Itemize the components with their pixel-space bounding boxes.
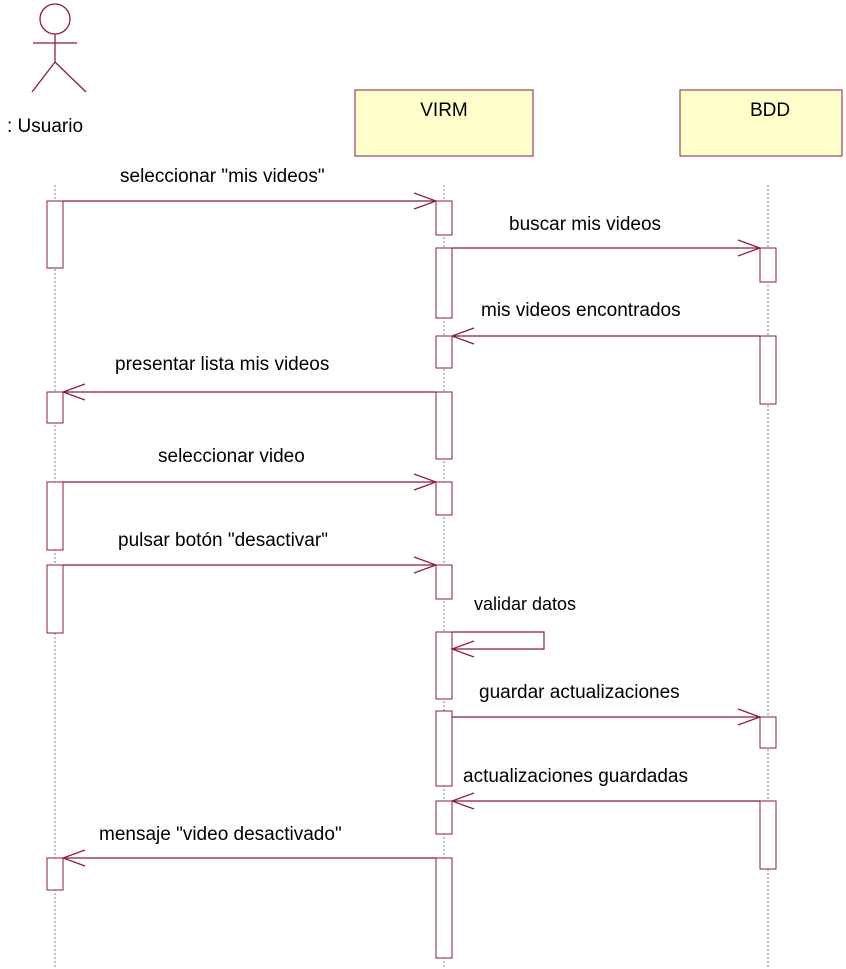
message-mis-videos-encontrados — [450, 327, 760, 345]
activation-virm — [435, 391, 453, 460]
activation-bdd — [759, 800, 777, 870]
activation-virm — [435, 800, 453, 835]
arrow-head — [61, 383, 86, 401]
arrow-head — [413, 556, 438, 574]
actor-right-leg — [54, 61, 87, 93]
activation-usuario — [46, 481, 64, 551]
activation-bdd — [759, 716, 777, 749]
actor-head — [39, 3, 71, 35]
message-label: buscar mis videos — [509, 214, 661, 235]
message-guardar-actualizaciones — [452, 708, 762, 726]
actor-left-leg — [31, 61, 56, 93]
activation-virm — [435, 710, 453, 787]
arrow-head — [413, 473, 438, 491]
activation-bdd — [759, 335, 777, 405]
message-label: presentar lista mis videos — [115, 354, 329, 375]
participant-label: BDD — [750, 100, 790, 121]
message-seleccionar-video — [63, 473, 438, 491]
message-actualizaciones-guardadas — [450, 792, 760, 810]
activation-virm — [435, 200, 453, 236]
participant-virm: VIRM — [354, 89, 534, 157]
message-seleccionar-mis-videos — [63, 192, 438, 210]
message-label: validar datos — [474, 594, 576, 614]
message-label: mensaje "video desactivado" — [99, 824, 342, 845]
arrow-head — [450, 792, 475, 810]
activation-bdd — [759, 247, 777, 283]
activation-virm — [435, 335, 453, 369]
arrow-head — [737, 708, 762, 726]
participant-bdd: BDD — [679, 89, 843, 157]
activation-usuario — [46, 564, 64, 634]
activations — [46, 200, 777, 959]
arrow-head — [450, 327, 475, 345]
actor-usuario — [31, 3, 87, 93]
arrow-head — [413, 192, 438, 210]
participant-label: VIRM — [420, 100, 468, 121]
participant-box — [354, 89, 534, 157]
message-presentar-lista — [61, 383, 436, 401]
activation-virm — [435, 631, 453, 700]
message-validar-datos — [450, 631, 545, 658]
message-labels: seleccionar "mis videos" buscar mis vide… — [99, 166, 688, 845]
message-label: seleccionar "mis videos" — [120, 166, 325, 187]
message-label: seleccionar video — [158, 446, 305, 467]
activation-usuario — [46, 857, 64, 891]
arrow-head — [737, 239, 762, 257]
message-video-desactivado — [61, 849, 436, 867]
message-label: mis videos encontrados — [481, 300, 681, 321]
message-label: actualizaciones guardadas — [463, 766, 688, 787]
message-label: guardar actualizaciones — [479, 682, 680, 703]
activation-virm — [435, 481, 453, 516]
activation-virm — [435, 247, 453, 319]
arrow-head — [450, 640, 475, 658]
message-pulsar-boton — [63, 556, 438, 574]
activation-usuario — [46, 200, 64, 269]
activation-virm — [435, 857, 453, 959]
activation-virm — [435, 564, 453, 600]
actor-label: : Usuario — [7, 116, 83, 137]
message-label: pulsar botón "desactivar" — [118, 530, 328, 551]
participant-box — [679, 89, 843, 157]
arrow-head — [61, 849, 86, 867]
message-buscar-mis-videos — [452, 239, 762, 257]
activation-usuario — [46, 391, 64, 424]
messages — [61, 192, 762, 867]
message-line — [452, 631, 545, 650]
